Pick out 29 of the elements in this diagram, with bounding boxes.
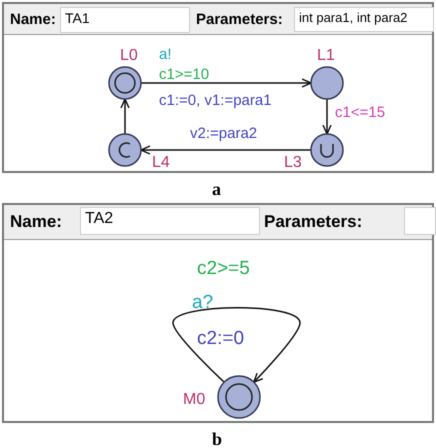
transition-arrow	[141, 78, 312, 88]
guard-label: c1>=10	[159, 67, 210, 82]
sync-label: a?	[192, 293, 214, 312]
location-name: L3	[284, 155, 302, 171]
location-name: L0	[120, 48, 138, 64]
sync-label: a!	[159, 47, 172, 62]
field-label: Name:	[10, 213, 62, 230]
input-field: int para1, int para2	[294, 7, 434, 32]
location-name: L4	[152, 155, 170, 171]
invariant-label: c1<=15	[335, 105, 386, 120]
transition-arrow	[172, 306, 301, 383]
editor-panel	[2, 2, 434, 173]
input-field: TA2	[80, 207, 260, 235]
input-field: TA1	[60, 7, 190, 33]
location-name: M0	[183, 392, 206, 408]
field-label: Parameters:	[196, 12, 283, 27]
field-label: Name:	[10, 12, 56, 27]
panel-caption: a	[212, 180, 221, 198]
location-name: L1	[317, 48, 335, 64]
transition-arrow	[120, 98, 130, 134]
guard-label: c2>=5	[197, 259, 250, 278]
field-label: Parameters:	[264, 213, 362, 230]
update-label: c2:=0	[197, 329, 244, 348]
transition-arrow	[140, 145, 311, 155]
update-label: v2:=para2	[188, 126, 260, 141]
panel-caption: b	[212, 430, 222, 448]
transition-arrow	[322, 99, 332, 135]
editor-panel	[2, 203, 434, 423]
update-label: c1:=0, v1:=para1	[159, 93, 272, 108]
